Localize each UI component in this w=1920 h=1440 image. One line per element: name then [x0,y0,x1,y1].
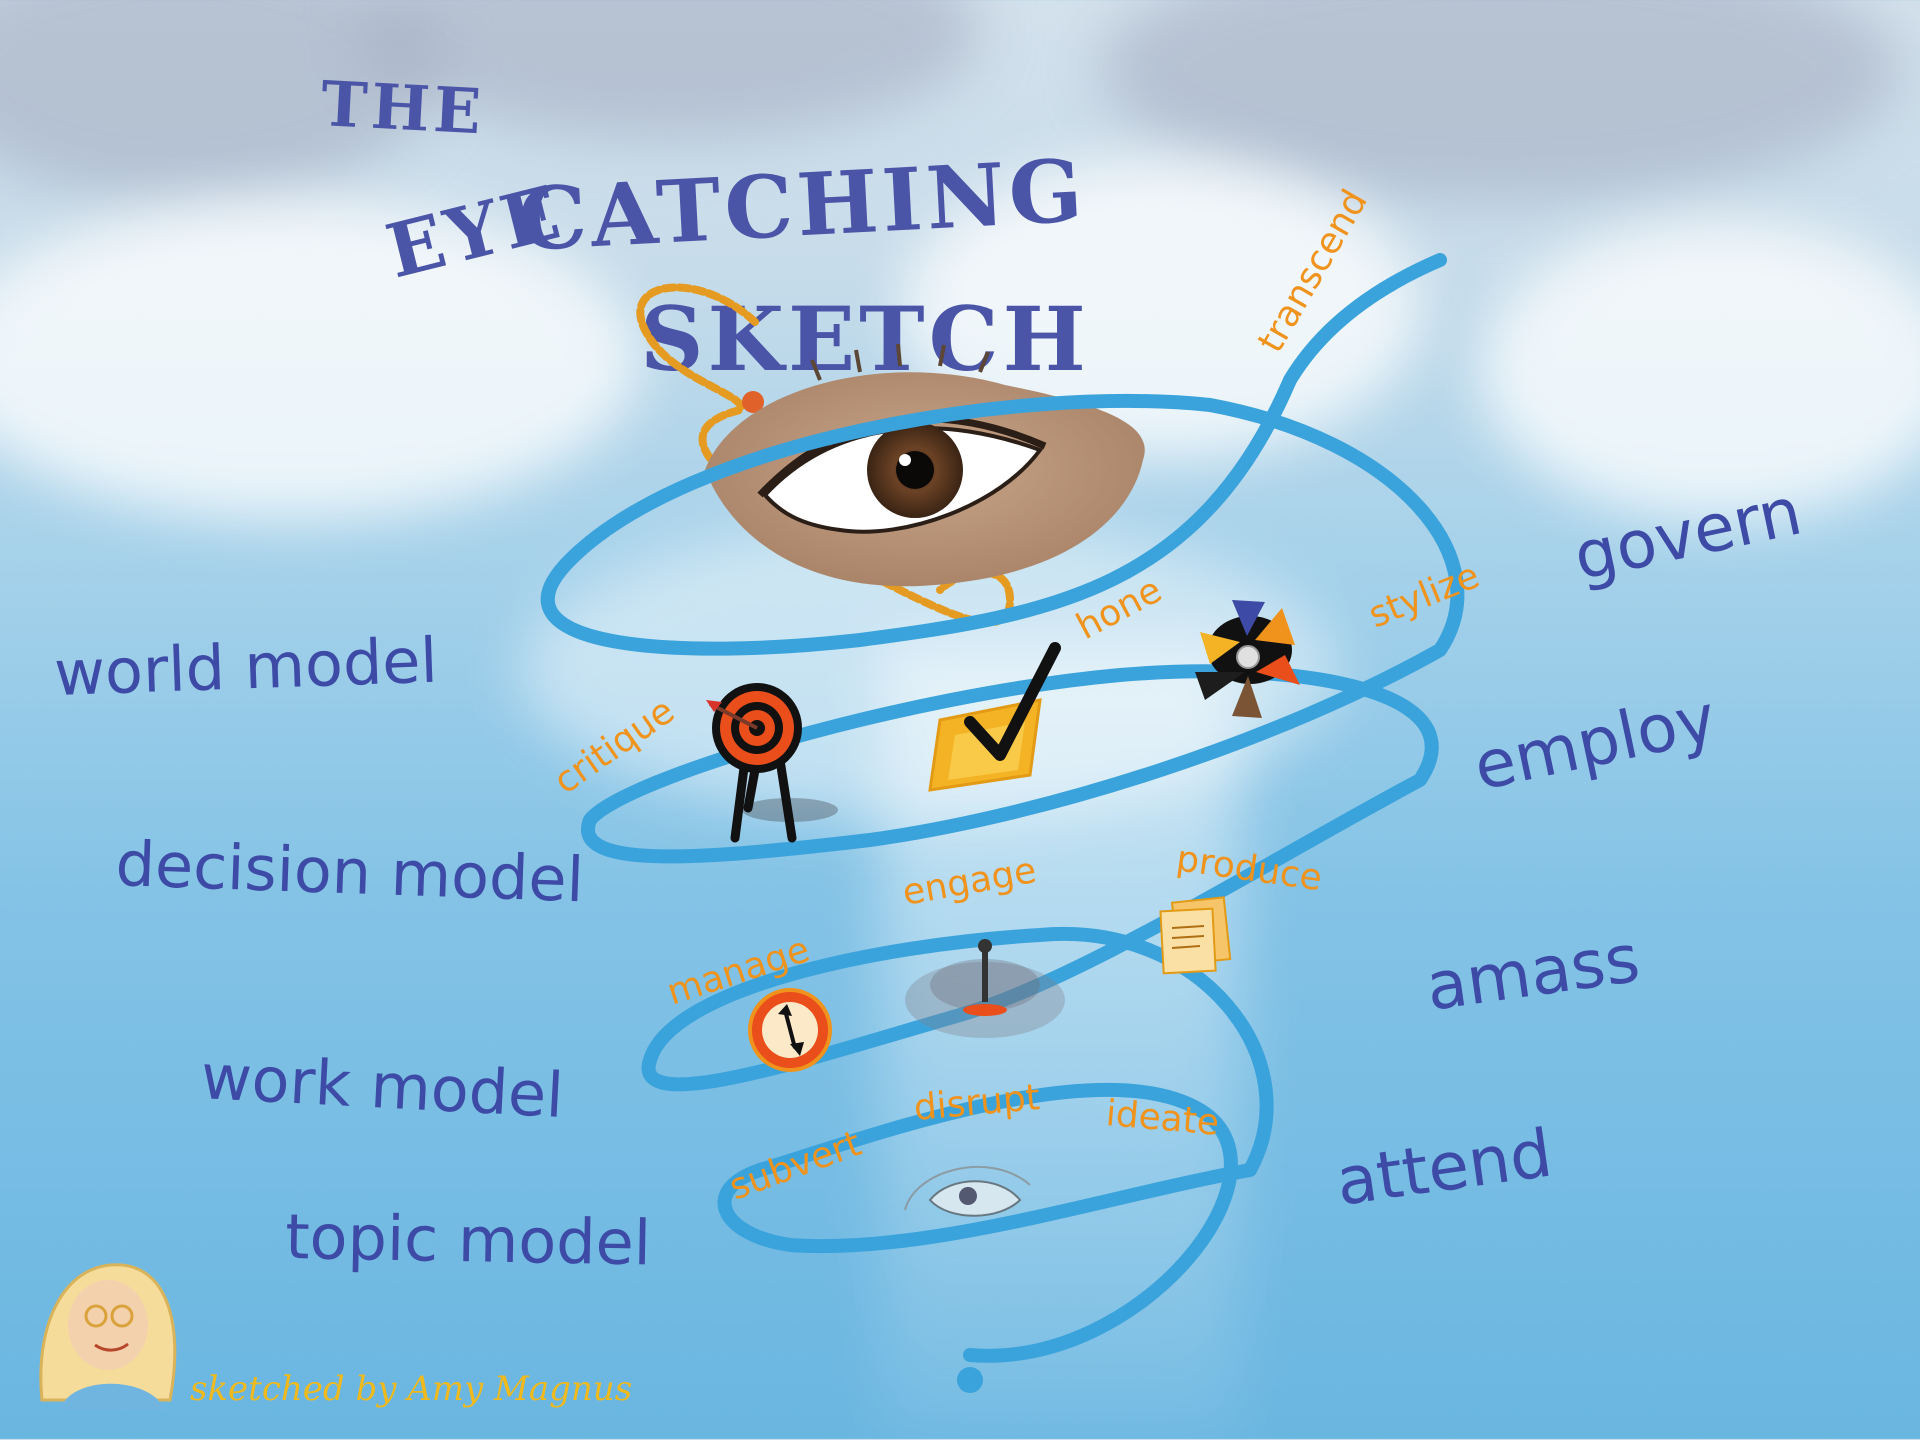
label-govern: govern [1567,473,1808,596]
crowd-icon [905,939,1065,1038]
label-topic-model: topic model [285,1200,652,1279]
label-disrupt: disrupt [912,1077,1041,1129]
cloud [0,200,640,520]
credit-text: sketched by Amy Magnus [190,1369,632,1409]
label-subvert: subvert [724,1123,867,1208]
label-ideate: ideate [1104,1093,1220,1144]
label-attend: attend [1332,1114,1557,1220]
label-transcend: transcend [1250,183,1376,360]
title: THE EYE CATCHING SKETCH [319,67,1090,391]
folder-check-icon [928,642,1061,792]
title-the: THE [319,67,487,148]
title-catching: CATCHING [516,140,1089,271]
spiral-end-dot [957,1367,983,1393]
cloud [1480,220,1920,520]
clock-icon [748,988,832,1072]
documents-icon [1159,896,1232,975]
label-world-model: world model [53,624,439,710]
label-work-model: work model [199,1040,565,1132]
label-stylize: stylize [1363,555,1485,636]
label-amass: amass [1422,920,1645,1026]
palette-flower-icon [1195,600,1300,718]
eye-icon [705,343,1145,587]
label-engage: engage [899,850,1039,914]
small-eye-icon [904,1165,1031,1217]
target-icon [706,683,838,843]
label-decision-model: decision model [114,827,585,916]
avatar-icon [39,1263,177,1410]
label-employ: employ [1467,679,1722,805]
title-sketch: SKETCH [640,287,1090,391]
rope-knot [742,391,764,413]
